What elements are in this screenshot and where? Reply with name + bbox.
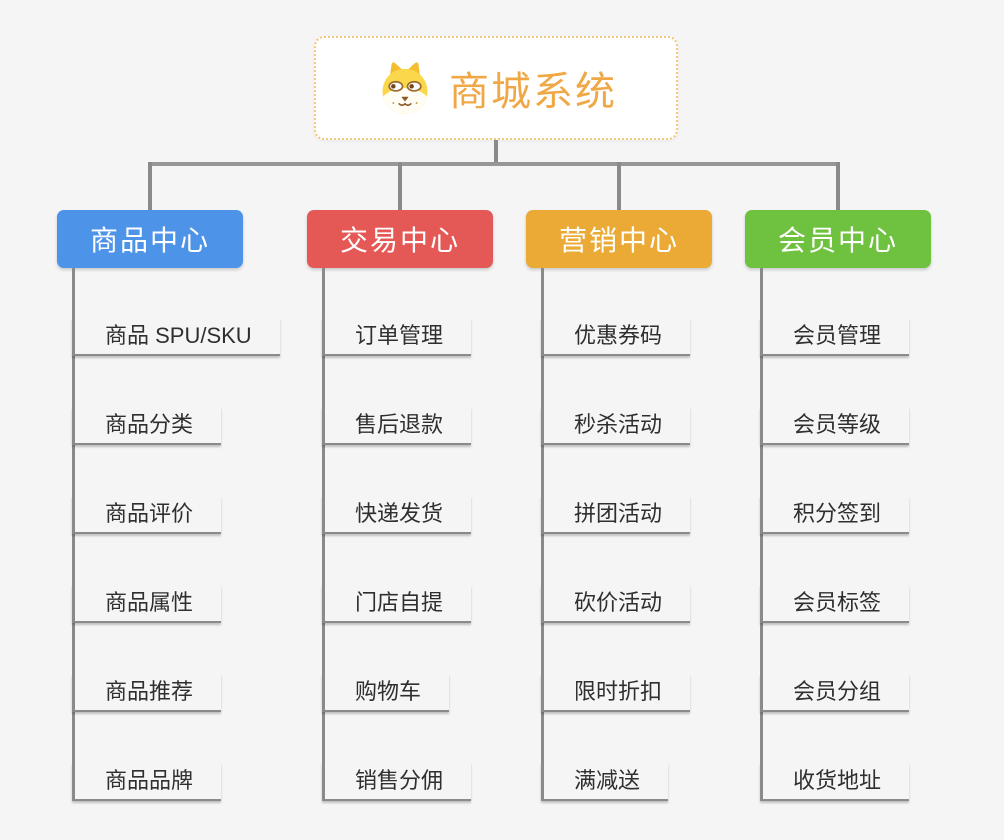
branch-node[interactable]: 会员中心 [745,210,931,268]
subtopic-node[interactable]: 会员管理 [760,318,910,356]
subtopic-node[interactable]: 销售分佣 [322,763,472,801]
subtopic-node[interactable]: 门店自提 [322,585,472,623]
subtopic-label: 商品 SPU/SKU [105,322,252,348]
subtopic-node[interactable]: 商品属性 [72,585,222,623]
branch-node[interactable]: 商品中心 [57,210,243,268]
subtopic-node[interactable]: 售后退款 [322,407,472,445]
subtopic-label: 积分签到 [793,500,882,526]
subtopic-label: 购物车 [355,678,422,704]
branch-connector-line [617,162,621,210]
branch-connector-line [836,162,840,210]
subtopic-node[interactable]: 积分签到 [760,496,910,534]
subtopic-label: 满减送 [574,767,641,793]
subtopic-node[interactable]: 商品品牌 [72,763,222,801]
subtopic-label: 商品评价 [105,500,194,526]
subtopic-label: 拼团活动 [574,500,663,526]
subtopic-node[interactable]: 商品推荐 [72,674,222,712]
branch-connector-line [148,162,152,210]
subtopic-node[interactable]: 限时折扣 [541,674,691,712]
subtopic-node[interactable]: 快递发货 [322,496,472,534]
subtopic-node[interactable]: 拼团活动 [541,496,691,534]
subtopic-label: 会员分组 [793,678,882,704]
subtopic-label: 收货地址 [793,767,882,793]
subtopic-node[interactable]: 商品 SPU/SKU [72,318,280,356]
subtopic-label: 商品属性 [105,589,194,615]
subtopic-label: 会员标签 [793,589,882,615]
subtopic-label: 快递发货 [355,500,444,526]
root-topic-title: 商城系统 [449,70,617,114]
branch-bus-line [148,162,840,166]
subtopic-label: 会员等级 [793,411,882,437]
subtopic-label: 优惠券码 [574,322,663,348]
subtopic-label: 秒杀活动 [574,411,663,437]
subtopic-node[interactable]: 秒杀活动 [541,407,691,445]
branch-label: 交易中心 [339,225,460,256]
shiba-dog-icon [382,62,428,114]
subtopic-node[interactable]: 购物车 [322,674,450,712]
branch-trunk-line [322,268,325,801]
subtopic-node[interactable]: 商品分类 [72,407,222,445]
branch-node[interactable]: 营销中心 [526,210,712,268]
subtopic-label: 商品品牌 [105,767,194,793]
subtopic-label: 限时折扣 [574,678,663,704]
subtopic-label: 商品分类 [105,411,194,437]
branch-connector-line [398,162,402,210]
subtopic-label: 销售分佣 [355,767,444,793]
branch-label: 营销中心 [558,225,679,256]
subtopic-label: 砍价活动 [574,589,663,615]
subtopic-node[interactable]: 满减送 [541,763,669,801]
subtopic-label: 门店自提 [355,589,444,615]
branch-trunk-line [760,268,763,801]
subtopic-node[interactable]: 会员等级 [760,407,910,445]
branch-trunk-line [72,268,75,801]
subtopic-node[interactable]: 商品评价 [72,496,222,534]
branch-label: 商品中心 [89,225,210,256]
subtopic-label: 商品推荐 [105,678,194,704]
root-topic-node[interactable]: 商城系统 [314,36,678,140]
subtopic-node[interactable]: 会员分组 [760,674,910,712]
subtopic-label: 会员管理 [793,322,882,348]
branch-label: 会员中心 [777,225,898,256]
branch-node[interactable]: 交易中心 [307,210,493,268]
root-connector-line [494,140,498,166]
subtopic-node[interactable]: 订单管理 [322,318,472,356]
subtopic-node[interactable]: 优惠券码 [541,318,691,356]
subtopic-label: 售后退款 [355,411,444,437]
subtopic-label: 订单管理 [355,322,444,348]
subtopic-node[interactable]: 收货地址 [760,763,910,801]
subtopic-node[interactable]: 砍价活动 [541,585,691,623]
subtopic-node[interactable]: 会员标签 [760,585,910,623]
branch-trunk-line [541,268,544,801]
